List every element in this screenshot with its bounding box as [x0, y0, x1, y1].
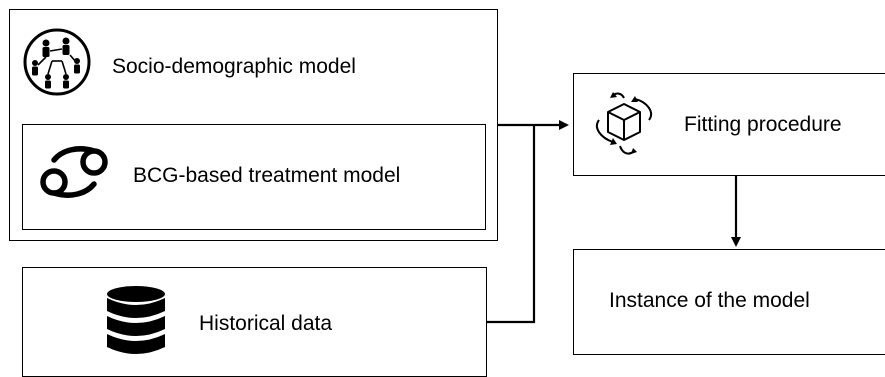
bcg-treatment-box	[22, 124, 486, 230]
database-icon	[105, 285, 167, 362]
rotating-cube-icon	[591, 90, 657, 165]
instance-model-box	[573, 249, 885, 355]
instance-model-label: Instance of the model	[609, 289, 810, 312]
bcg-treatment-label: BCG-based treatment model	[133, 164, 401, 187]
fitting-procedure-label: Fitting procedure	[684, 113, 842, 136]
socio-demographic-label: Socio-demographic model	[112, 55, 356, 78]
cancer-zodiac-icon	[36, 144, 112, 205]
edge-historical-to-fitting	[486, 125, 536, 324]
people-network-icon	[22, 27, 92, 102]
historical-data-label: Historical data	[199, 312, 333, 335]
